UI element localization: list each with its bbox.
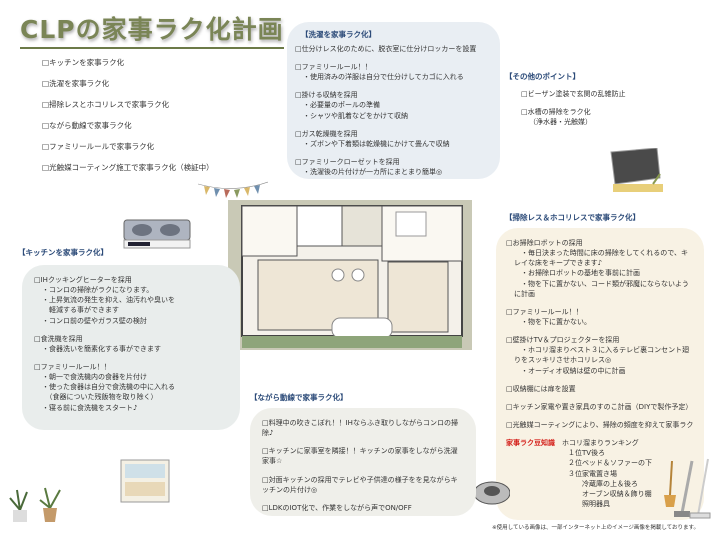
ranking-sub: オーブン収納＆飾り棚 bbox=[582, 489, 652, 498]
cleaning-items: □お掃除ロボットの採用 ・毎日決まった時間に床の掃除をしてくれるので、キレイな床… bbox=[506, 238, 694, 430]
item-title: □IHクッキングヒーターを採用 bbox=[34, 276, 132, 284]
ranking-item: １位TV後ろ bbox=[568, 449, 606, 458]
footnote: ※使用している画像は、一部インターネット上のイメージ画像を掲載しております。 bbox=[492, 525, 699, 531]
item-title: □収納棚には扉を設置 bbox=[506, 384, 576, 393]
item-title: □キッチン家電や置き家具のすのこ計画（DIYで製作予定） bbox=[506, 402, 693, 411]
kitchen-section: □IHクッキングヒーターを採用・コンロの掃除がラクになります。・上昇気流の発生を… bbox=[22, 265, 240, 430]
list-item: □キッチン家電や置き家具のすのこ計画（DIYで製作予定） bbox=[506, 402, 694, 412]
item-title: □光触媒コーティングにより、掃除の頻度を抑えて家事ラク bbox=[506, 420, 694, 429]
list-item: □IHクッキングヒーターを採用・コンロの掃除がラクになります。・上昇気流の発生を… bbox=[34, 275, 228, 326]
toc-item: □ながら動線で家事ラク化 bbox=[42, 121, 132, 130]
item-detail: ・コンロの掃除がラクになります。 bbox=[42, 286, 154, 295]
floor-plan bbox=[228, 200, 472, 350]
item-title: □仕分けレス化のために、脱衣室に仕分けロッカーを設置 bbox=[295, 44, 477, 53]
toc-item: □ファミリールールで家事ラク化 bbox=[42, 142, 155, 151]
list-item: □壁掛けTV＆プロジェクターを採用 ・ホコリ溜まりベスト３に入るテレビ裏コンセン… bbox=[506, 335, 694, 376]
list-item: □ファミリールール！！ ・朝一で食洗機内の食器を片付け・使った食器は自分で食洗機の… bbox=[34, 362, 228, 413]
list-item: □掛ける収納を採用・必要量のポールの準備・シャツや肌着などをかけて収納 bbox=[295, 90, 492, 120]
nagara-heading: 【ながら動線で家事ラク化】 bbox=[250, 393, 348, 402]
toc-item: □洗濯を家事ラク化 bbox=[42, 79, 110, 88]
nagara-item: □対面キッチンの採用でテレビや子供達の様子をを見ながらキッチンの片付け◎ bbox=[262, 475, 458, 494]
robot-vacuum-illustration bbox=[473, 481, 510, 505]
kitchen-heading: 【キッチンを家事ラク化】 bbox=[18, 248, 108, 257]
tv-illustration bbox=[610, 148, 663, 192]
item-title: □ファミリールール！！ bbox=[506, 307, 583, 316]
list-item: □仕分けレス化のために、脱衣室に仕分けロッカーを設置 bbox=[295, 44, 492, 54]
item-detail: ・必要量のポールの準備 bbox=[303, 101, 380, 110]
item-detail: 軽減する事ができます bbox=[42, 306, 119, 315]
item-detail: ・朝一で食洗機内の食器を片付け bbox=[42, 373, 147, 382]
list-item: □食洗機を採用・食器洗いを簡素化する事ができます bbox=[34, 334, 228, 354]
bunting-decoration bbox=[198, 181, 268, 198]
item-title: □壁掛けTV＆プロジェクターを採用 bbox=[506, 336, 620, 345]
item-detail: ・物を下に置かない。 bbox=[514, 317, 591, 326]
ranking-title: ホコリ溜まりランキング bbox=[562, 439, 639, 448]
dish-rack-illustration bbox=[120, 459, 170, 503]
kitchen-items: □IHクッキングヒーターを採用・コンロの掃除がラクになります。・上昇気流の発生を… bbox=[34, 275, 228, 413]
list-item: □ファミリークローゼットを採用・洗濯後の片付けが一カ所にまとまり簡単◎ bbox=[295, 157, 492, 177]
item-detail: ・使った食器は自分で食洗機の中に入れる bbox=[42, 383, 175, 392]
item-title: □ファミリールール！！ bbox=[34, 362, 111, 371]
item-title: □ガス乾燥機を採用 bbox=[295, 129, 358, 138]
item-detail: ・オーディオ収納は壁の中に計画 bbox=[514, 366, 626, 375]
nagara-section: □料理中の吹きこぼれ！！IHならふき取りしながらコンロの掃除♪ □キッチンに家事… bbox=[250, 408, 476, 516]
item-detail: ・ズボンや下着類は乾燥機にかけて畳んで収納 bbox=[303, 139, 450, 148]
item-title: □ファミリールール！！ bbox=[295, 63, 372, 72]
list-item: □光触媒コーティングにより、掃除の頻度を抑えて家事ラク bbox=[506, 420, 694, 430]
ih-cooker-illustration bbox=[123, 219, 191, 249]
item-detail: ・洗濯後の片付けが一カ所にまとまり簡単◎ bbox=[303, 168, 443, 177]
list-item: □ガス乾燥機を採用・ズボンや下着類は乾燥機にかけて畳んで収納 bbox=[295, 129, 492, 149]
item-title: □ファミリークローゼットを採用 bbox=[295, 158, 400, 166]
list-item: □収納棚には扉を設置 bbox=[506, 384, 694, 394]
toc-item: □掃除レスとホコリレスで家事ラク化 bbox=[42, 100, 170, 109]
other-item: □水槽の掃除をラク化 bbox=[521, 108, 591, 117]
item-detail: ・寝る前に食洗機をスタート♪ bbox=[42, 403, 138, 412]
item-title: □お掃除ロボットの採用 bbox=[506, 239, 583, 247]
item-detail: ・使用済みの洋服は自分で仕分けしてカゴに入れる bbox=[303, 73, 464, 82]
laundry-heading: 【洗濯を家事ラク化】 bbox=[301, 30, 376, 39]
other-section: 【その他のポイント】 □ビーザン塗装で玄関の乱雑防止 □水槽の掃除をラク化 （浄… bbox=[505, 72, 705, 127]
list-item: □ファミリールール！！ ・物を下に置かない。 bbox=[506, 307, 694, 327]
ranking-sub: 冷蔵庫の上＆後ろ bbox=[582, 479, 638, 488]
item-detail: ・食器洗いを簡素化する事ができます bbox=[42, 344, 161, 353]
other-item: □ビーザン塗装で玄関の乱雑防止 bbox=[521, 89, 626, 98]
toc-item: □キッチンを家事ラク化 bbox=[42, 58, 125, 67]
item-detail: ・毎日決まった時間に床の掃除をしてくれるので、キレイな床をキープできます♪ bbox=[514, 249, 689, 268]
item-detail: ・物を下に置かない、コード類が邪魔にならないように計画 bbox=[514, 279, 689, 298]
item-title: □食洗機を採用 bbox=[34, 334, 83, 343]
nagara-item: □LDKのIOT化で、作業をしながら声でON/OFF bbox=[262, 503, 412, 512]
laundry-section: 【洗濯を家事ラク化】 □仕分けレス化のために、脱衣室に仕分けロッカーを設置 □ファ… bbox=[287, 22, 500, 179]
other-note: （浄水器・光触媒） bbox=[529, 118, 592, 127]
item-detail: ・シャツや肌着などをかけて収納 bbox=[303, 111, 408, 120]
cleaning-section: □お掃除ロボットの採用 ・毎日決まった時間に床の掃除をしてくれるので、キレイな床… bbox=[496, 228, 704, 520]
tip-label: 家事ラク豆知識 bbox=[506, 439, 555, 448]
ranking-sub: 照明器具 bbox=[582, 499, 610, 508]
item-title: □掛ける収納を採用 bbox=[295, 91, 358, 100]
toc-list: □キッチンを家事ラク化 □洗濯を家事ラク化 □掃除レスとホコリレスで家事ラク化 … bbox=[42, 58, 214, 184]
nagara-item: □料理中の吹きこぼれ！！IHならふき取りしながらコンロの掃除♪ bbox=[262, 419, 458, 438]
nagara-item: □キッチンに家事室を隣接！！キッチンの家事をしながら洗濯家事☆ bbox=[262, 447, 458, 466]
list-item: □ファミリールール！！・使用済みの洋服は自分で仕分けしてカゴに入れる bbox=[295, 62, 492, 82]
ranking-block: 家事ラク豆知識 ホコリ溜まりランキング １位TV後ろ ２位ベッド＆ソファーの下 … bbox=[506, 438, 694, 509]
ranking-item: ２位ベッド＆ソファーの下 bbox=[568, 459, 652, 468]
plants-illustration bbox=[9, 487, 61, 522]
cleaning-heading: 【掃除レス＆ホコリレスで家事ラク化】 bbox=[505, 213, 640, 222]
page-title: CLPの家事ラク化計画 bbox=[20, 14, 284, 49]
other-heading: 【その他のポイント】 bbox=[505, 72, 580, 81]
toc-item: □光触媒コーティング施工で家事ラク化（検証中） bbox=[42, 163, 214, 172]
item-detail: ・上昇気流の発生を抑え、油汚れや臭いを bbox=[42, 296, 175, 305]
item-detail: ・ホコリ溜まりベスト３に入るテレビ裏コンセント廻りをスッキリさせホコリレス◎ bbox=[514, 346, 690, 365]
cleaning-tools-illustration bbox=[664, 458, 711, 519]
laundry-items: □仕分けレス化のために、脱衣室に仕分けロッカーを設置 □ファミリールール！！・使用… bbox=[295, 44, 492, 177]
ranking-item: ３位家電置き場 bbox=[568, 469, 617, 478]
item-detail: ・コンロ前の壁やガラス壁の検討 bbox=[42, 316, 147, 325]
list-item: □お掃除ロボットの採用 ・毎日決まった時間に床の掃除をしてくれるので、キレイな床… bbox=[506, 238, 694, 299]
item-detail: ・お掃除ロボットの基地を事前に計画 bbox=[514, 269, 640, 278]
item-detail: （食器についた残飯物を取り除く） bbox=[42, 393, 158, 402]
